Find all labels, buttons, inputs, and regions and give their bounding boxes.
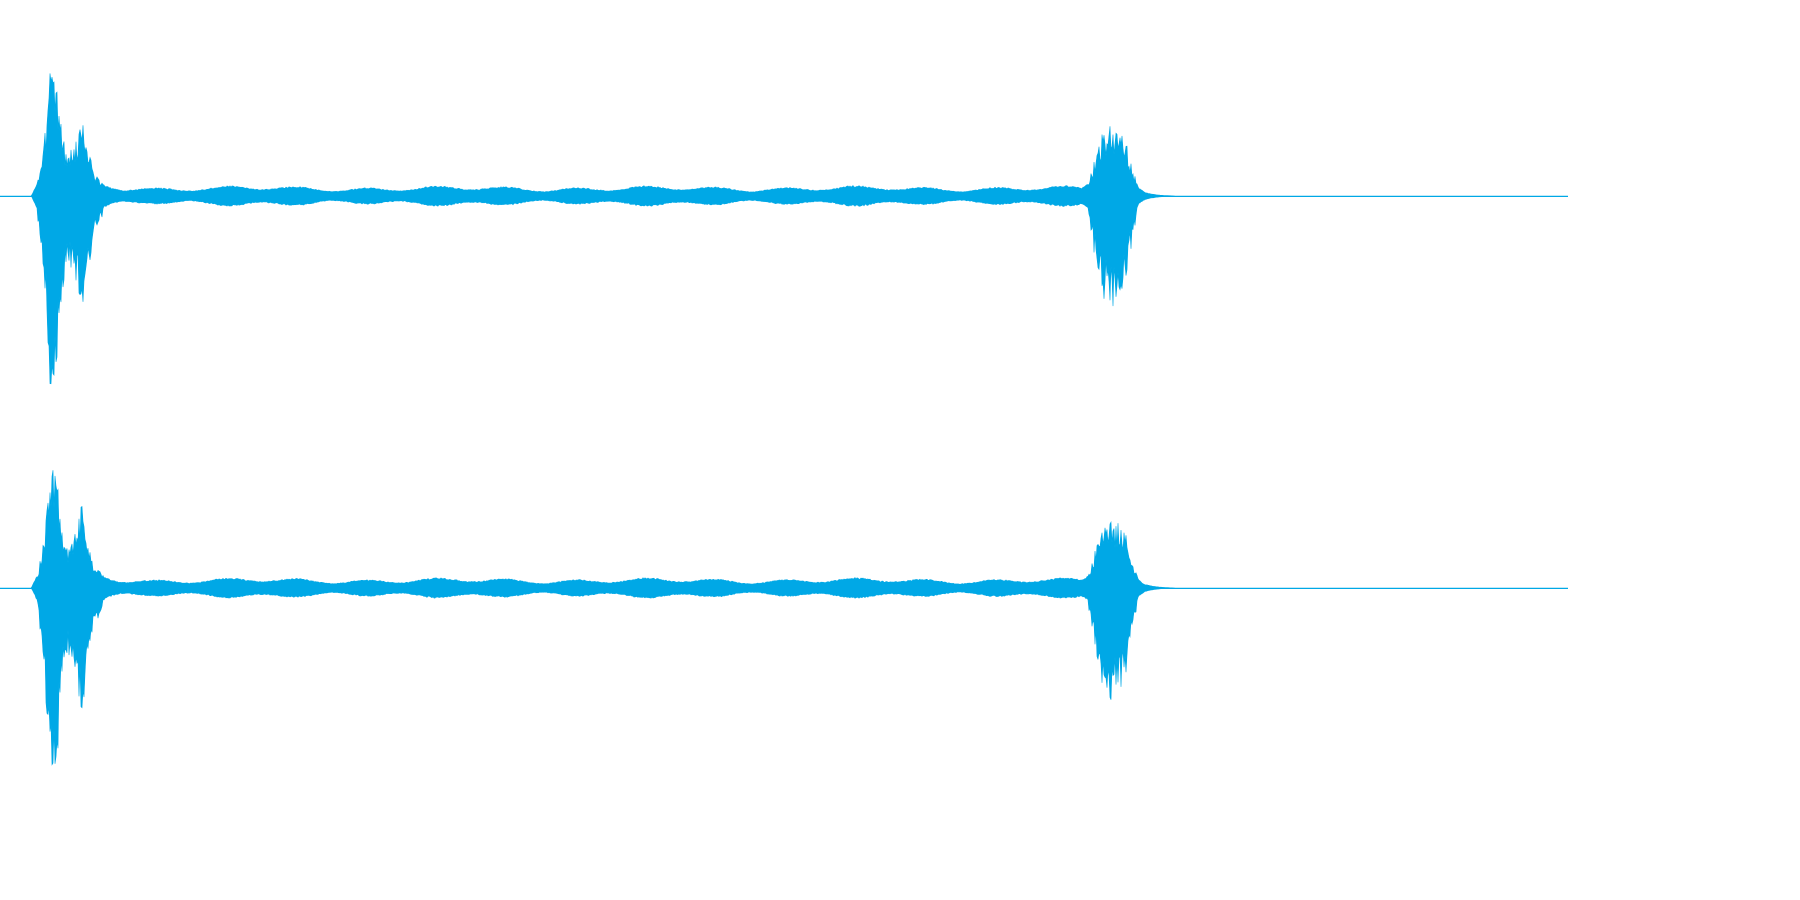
waveform-channel-right (0, 470, 1568, 766)
waveform-envelope (0, 470, 1568, 766)
waveform-channel-left (0, 73, 1568, 385)
waveform-envelope (0, 73, 1568, 385)
